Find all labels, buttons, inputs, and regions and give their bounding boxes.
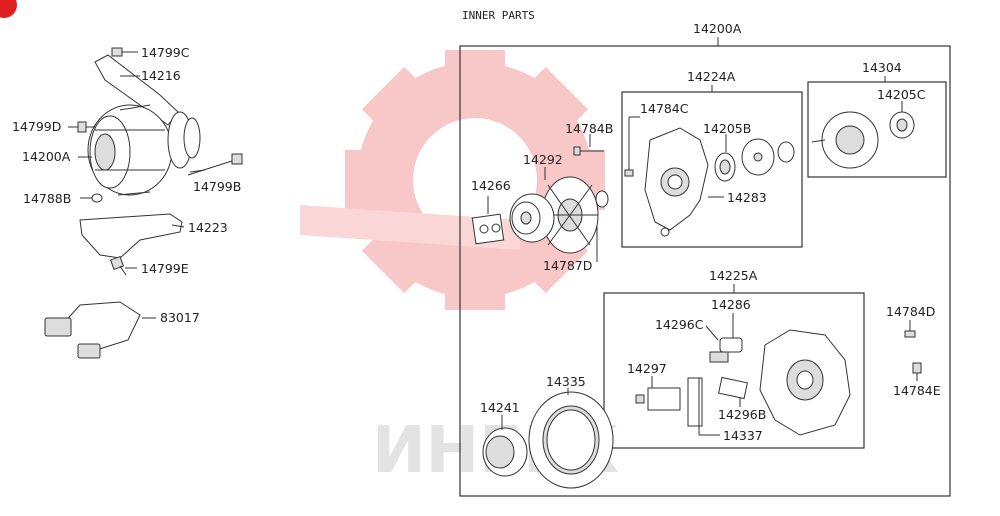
label-14799D: 14799D xyxy=(12,119,61,134)
box-14304 xyxy=(807,81,947,178)
fan-14292-icon xyxy=(541,176,599,254)
screw-14784D-icon xyxy=(904,320,916,338)
alternator-assembly-icon xyxy=(87,104,201,196)
box-14225A xyxy=(603,292,865,449)
label-14216: 14216 xyxy=(141,68,181,83)
label-14296B: 14296B xyxy=(718,407,766,422)
label-14224A: 14224A xyxy=(687,69,736,84)
washer-14788B-icon xyxy=(91,193,103,203)
label-14241: 14241 xyxy=(480,400,520,415)
terminal-14286-icon xyxy=(709,337,743,363)
bolt-14799E-icon xyxy=(109,255,127,276)
label-14335: 14335 xyxy=(546,374,586,389)
slip-ring-14241-icon xyxy=(482,427,528,477)
screw-14784B-icon xyxy=(573,146,604,156)
label-14784B: 14784B xyxy=(565,121,613,136)
label-14205B: 14205B xyxy=(703,121,751,136)
label-14799C: 14799C xyxy=(141,45,190,60)
rear-housing-icon xyxy=(759,329,851,436)
bracket-14223-icon xyxy=(79,213,183,259)
inner-parts-heading: INNER PARTS xyxy=(462,9,535,22)
label-14784C: 14784C xyxy=(640,101,689,116)
label-14337: 14337 xyxy=(723,428,763,443)
harness-83017-icon xyxy=(44,301,141,359)
label-14304: 14304 xyxy=(862,60,902,75)
box-14224A xyxy=(621,91,803,248)
label-14200A-top: 14200A xyxy=(693,21,742,36)
corner-badge-icon xyxy=(0,0,17,18)
label-14799E: 14799E xyxy=(141,261,189,276)
label-14283: 14283 xyxy=(727,190,767,205)
spacer-14787D-icon xyxy=(595,190,609,208)
label-14784E: 14784E xyxy=(893,383,941,398)
label-14225A: 14225A xyxy=(709,268,758,283)
label-14223: 14223 xyxy=(188,220,228,235)
pulley-14266-icon xyxy=(471,193,555,245)
label-14799B: 14799B xyxy=(193,179,241,194)
stator-14335-icon xyxy=(528,391,614,489)
label-14788B: 14788B xyxy=(23,191,71,206)
label-14784D: 14784D xyxy=(886,304,935,319)
label-14296C: 14296C xyxy=(655,317,704,332)
screw-14784C-icon xyxy=(624,116,640,177)
label-14205C: 14205C xyxy=(877,87,926,102)
label-14297: 14297 xyxy=(627,361,667,376)
label-14266: 14266 xyxy=(471,178,511,193)
rotor-14304-icon xyxy=(811,111,915,169)
label-14286: 14286 xyxy=(711,297,751,312)
bolt-14799B-icon xyxy=(187,153,243,176)
label-83017: 83017 xyxy=(160,310,200,325)
inner-parts-frame xyxy=(459,45,951,497)
front-housing-icon xyxy=(644,127,709,237)
label-14200A-left: 14200A xyxy=(22,149,71,164)
screw-14784E-icon xyxy=(912,362,922,381)
label-14292: 14292 xyxy=(523,152,563,167)
label-14787D: 14787D xyxy=(543,258,592,273)
leaders-left xyxy=(68,51,206,319)
bearing-14205B-icon xyxy=(714,138,795,182)
